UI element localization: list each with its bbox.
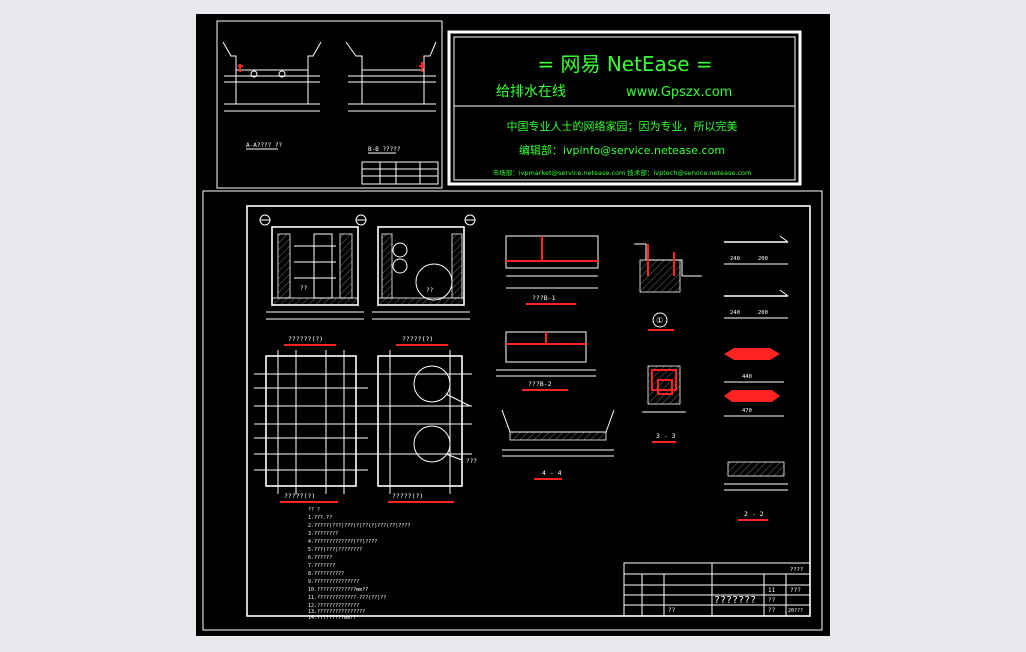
banner-footer: 市场部：ivpmarket@service.netease.com 技术部：iv… [493,168,752,177]
right-column-details: 200 240 200 240 440 470 2 - 2 [724,235,789,521]
note-0: ?? ? [308,507,320,513]
section-2-2-label: 2 - 2 [744,510,764,518]
title-block-year: 20??? [788,608,803,614]
plan-left: ?????(?) [254,350,368,503]
section-b-mark [419,62,425,72]
section-3-3-detail: 3 - 3 [642,365,686,443]
cad-viewport[interactable]: A-A???? ?? B-B ????? = 网易 NetEase = 给排水在… [196,14,830,636]
note-7: 7.??????? [308,563,335,569]
top-section-drawing: A-A???? ?? B-B ????? [216,20,443,189]
section-a-label: A-A???? ?? [246,142,283,149]
title-block-scale: ??? [790,587,801,594]
notes-block: ?? ? 1.???.?? 2.?????(???)???(?)??(?)???… [308,507,410,621]
title-block: ???? ??????? ?? 11 ??? ?? ?? 20??? [623,562,811,617]
banner-slogan: 中国专业人士的网络家园；因为专业，所以完美 [507,119,738,133]
beam-b1-detail: ???B-1 [505,235,599,305]
beam-b1-label: ???B-1 [532,294,556,302]
dim-440: 440 [742,374,752,380]
plan-left-label: ?????(?) [284,492,315,500]
section-b-label: B-B ????? [368,146,401,153]
plan-right-callout: ??? [466,458,477,465]
banner-title: = 网易 NetEase = [537,52,712,76]
front-section-label: ??????(?) [288,335,323,343]
section-4-4-label: 4 - 4 [542,469,562,477]
note-10: 10.?????????????mm?? [308,587,368,593]
note-3: 3.???????? [308,531,338,537]
elevation-left-marker: ?? [300,285,308,292]
note-1: 1.???.?? [308,515,332,521]
note-14: 14.?????????mm?? [308,615,356,621]
note-5: 5.???(???)???????? [308,547,362,553]
banner-outer-frame [447,30,802,186]
main-sheet-inner-border [246,205,811,617]
section-b-profile [345,41,437,71]
main-sheet-outer-border [202,190,823,631]
note-13: 13.???????????????? [308,609,365,615]
detail-1: ① [634,243,702,331]
section-a-mark [238,64,243,72]
dim-240-a: 240 [730,256,740,262]
top-drawing-border [216,20,443,189]
banner-editor: 编辑部：ivpinfo@service.netease.com [519,143,725,157]
elevation-right: ?? ?????(?) [372,214,476,346]
detail-1-label: ① [656,316,663,325]
dim-470: 470 [742,408,752,414]
note-9: 9.??????????????? [308,579,359,585]
elevation-right-marker: ?? [426,287,434,294]
banner-inner-frame [453,36,796,181]
plan-right-label: ?????(?) [392,492,423,500]
note-2: 2.?????(???)???(?)??(?)???(??)???? [308,523,410,529]
banner-subtitle-left: 给排水在线 [496,84,566,100]
note-11: 11.?????????????-???(??)?? [308,595,386,601]
elevation-left: ?? ??????(?) [259,214,367,346]
sheet-number: 11 [768,587,776,594]
red-bar-lower [724,390,780,402]
title-block-no-label: ?? [668,607,676,614]
title-block-header: ???? [790,567,803,573]
title-block-date: ?? [768,597,776,604]
title-block-code: ?? [768,607,776,614]
note-12: 12.?????????????? [308,603,359,609]
beam-b2-detail: ???B-2 [496,331,596,391]
section-3-3-label: 3 - 3 [656,432,676,440]
cad-drawing: A-A???? ?? B-B ????? = 网易 NetEase = 给排水在… [202,20,823,631]
note-6: 6.?????? [308,555,332,561]
top-title-block [361,161,439,185]
beam-b2-label: ???B-2 [528,380,552,388]
red-bar-upper [724,348,780,360]
plan-right: ??? ?????(?) [368,350,477,503]
section-a-profile [222,41,322,71]
netease-banner: = 网易 NetEase = 给排水在线 www.Gpszx.com 中国专业人… [447,30,802,186]
banner-url: www.Gpszx.com [626,85,732,100]
dim-200-b: 200 [758,310,768,316]
dim-240-b: 240 [730,310,740,316]
dim-200-a: 200 [758,256,768,262]
drawing-name: ??????? [714,595,756,606]
side-section-label: ?????(?) [402,335,433,343]
section-4-4-detail: 4 - 4 [501,409,615,480]
note-4: 4.?????????????(??)???? [308,539,377,545]
note-8: 8.?????????? [308,571,344,577]
